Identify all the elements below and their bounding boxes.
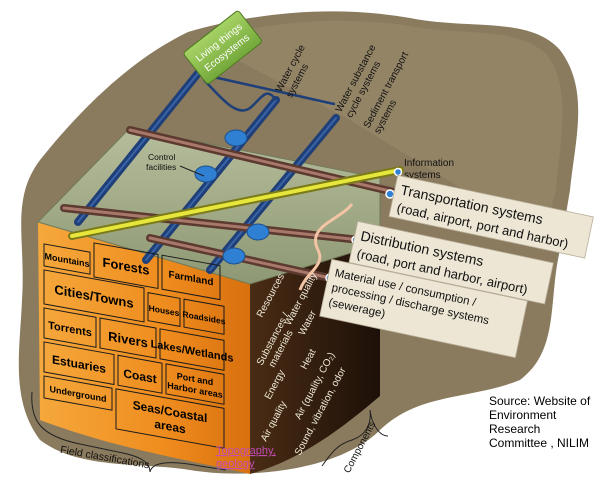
source-line-4: Committee , NILIM	[489, 436, 590, 450]
control-facilities-label-1: Control	[148, 152, 176, 162]
field-face	[38, 222, 250, 474]
topography-label-1: Topography,	[216, 445, 276, 457]
source-note: Source: Website of Environment Research …	[489, 394, 595, 450]
field-bracket	[31, 391, 151, 473]
source-line-3: Research	[489, 422, 541, 436]
tile-rivers: Rivers	[108, 329, 148, 351]
source-line-1: Source: Website of	[489, 394, 591, 408]
information-label-1: Information	[404, 158, 454, 169]
source-line-2: Environment	[489, 408, 557, 422]
sediment-connector	[298, 203, 354, 291]
tile-seas-2: areas	[154, 417, 186, 437]
tile-coast: Coast	[123, 366, 156, 386]
water-cycle-wave	[203, 79, 278, 112]
material-callout: Material use / consumption / processing …	[319, 258, 528, 359]
topography-label-2: geology	[216, 458, 255, 470]
control-facilities-label-2: facilities	[146, 162, 176, 172]
components-bracket	[321, 409, 389, 467]
valves	[194, 129, 270, 265]
information-label-2: systems	[404, 170, 441, 181]
